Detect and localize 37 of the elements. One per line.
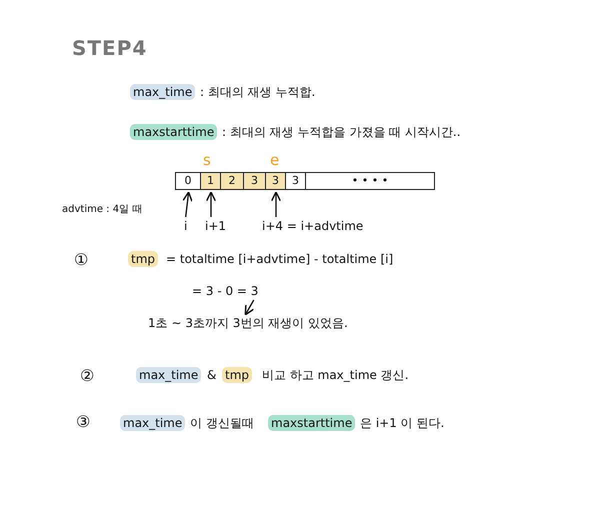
step-number: ① bbox=[74, 252, 88, 268]
end-marker: e bbox=[270, 152, 280, 168]
variable-name: max_time bbox=[130, 84, 196, 100]
array-cell: 3 bbox=[244, 173, 266, 189]
variable-name: tmp bbox=[128, 251, 158, 267]
array-cell: • • • • bbox=[306, 173, 434, 189]
array-cell: 1 bbox=[201, 173, 221, 189]
description-text: 이 갱신될때 bbox=[190, 415, 254, 431]
variable-name: tmp bbox=[222, 367, 252, 383]
variable-name: max_time bbox=[120, 415, 186, 431]
ampersand-text: & bbox=[207, 367, 216, 383]
step-number: ③ bbox=[76, 414, 90, 430]
formula-text: = totaltime [i+advtime] - totaltime [i] bbox=[166, 251, 394, 267]
note-text: advtime : 4일 때 bbox=[62, 203, 142, 217]
variable-name: maxstarttime bbox=[268, 415, 356, 431]
description-text: 은 i+1 이 된다. bbox=[360, 415, 444, 431]
variable-name: max_time bbox=[136, 367, 202, 383]
definition-text: : 최대의 재생 누적합을 가졌을 때 시작시간.. bbox=[222, 124, 461, 140]
start-marker: s bbox=[203, 152, 211, 168]
arrow bbox=[182, 191, 193, 218]
array-bar bbox=[175, 172, 435, 190]
pointer-label: = 3 - 0 = 3 bbox=[192, 283, 258, 299]
pointer-label: 1초 ~ 3초까지 3번의 재생이 있었음. bbox=[148, 315, 348, 331]
pointer-label: i bbox=[184, 218, 188, 234]
array-cell: 2 bbox=[221, 173, 244, 189]
arrow bbox=[206, 191, 216, 217]
pointer-label: i+4 = i+advtime bbox=[262, 218, 364, 234]
arrow bbox=[244, 300, 255, 316]
array-cell: 3 bbox=[286, 173, 306, 189]
description-text: 비교 하고 max_time 갱신. bbox=[262, 367, 409, 383]
step-number: ② bbox=[80, 368, 94, 384]
pointer-label: i+1 bbox=[205, 218, 226, 234]
definition-text: : 최대의 재생 누적합. bbox=[200, 84, 316, 100]
array-cell: 3 bbox=[266, 173, 286, 189]
step-heading: STEP4 bbox=[72, 36, 148, 60]
variable-name: maxstarttime bbox=[130, 124, 218, 140]
arrow bbox=[270, 191, 282, 217]
